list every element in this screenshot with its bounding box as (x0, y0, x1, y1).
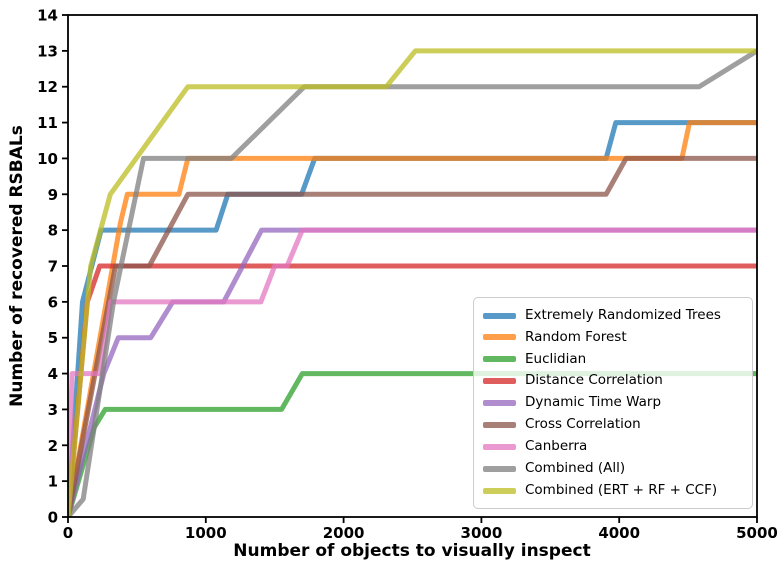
x-axis-ticks: 0 1000 2000 3000 4000 5000 (63, 517, 778, 542)
series-line-5 (68, 227, 757, 517)
y-tick-label: 1 (48, 473, 58, 491)
legend-label: Extremely Randomized Trees (525, 306, 721, 323)
legend-label: Combined (All) (525, 459, 626, 476)
y-tick-label: 14 (37, 7, 58, 25)
legend-swatch (483, 312, 516, 319)
legend-label: Dynamic Time Warp (525, 394, 662, 411)
legend-item: Extremely Randomized Trees (483, 305, 743, 326)
y-tick-label: 10 (37, 150, 58, 168)
legend-swatch (483, 334, 516, 341)
legend-swatch (483, 378, 516, 385)
series-line-2 (68, 120, 757, 517)
y-tick-label: 8 (48, 222, 58, 240)
x-axis-label: Number of objects to visually inspect (233, 541, 590, 561)
x-tick-label: 0 (63, 524, 73, 542)
x-tick-label: 3000 (461, 524, 503, 542)
y-tick-label: 12 (37, 78, 58, 96)
y-tick-label: 6 (48, 293, 58, 311)
legend-label: Random Forest (525, 328, 627, 345)
legend-label: Cross Correlation (525, 416, 641, 433)
legend-label: Canberra (525, 438, 588, 454)
y-tick-label: 2 (48, 437, 58, 455)
x-tick-label: 2000 (323, 524, 365, 542)
legend-item: Distance Correlation (483, 371, 743, 392)
y-axis-label: Number of recovered RSBALs (7, 125, 27, 407)
x-tick-label: 5000 (736, 524, 778, 542)
y-tick-label: 7 (48, 258, 58, 276)
legend-item: Cross Correlation (483, 414, 743, 435)
series-line-9 (68, 48, 757, 517)
x-tick-label: 1000 (185, 524, 227, 542)
series-line-6 (68, 155, 757, 517)
x-tick-label: 4000 (598, 524, 640, 542)
y-tick-label: 5 (48, 329, 58, 347)
y-tick-label: 13 (37, 42, 58, 60)
y-tick-label: 4 (48, 365, 58, 383)
legend-label: Euclidian (525, 350, 587, 367)
legend-item: Combined (All) (483, 458, 743, 479)
legend-item: Random Forest (483, 327, 743, 348)
y-tick-label: 9 (48, 186, 58, 204)
y-tick-label: 11 (37, 114, 58, 132)
legend-label: Combined (ERT + RF + CCF) (525, 481, 718, 498)
legend-item: Combined (ERT + RF + CCF) (483, 480, 743, 501)
legend-item: Euclidian (483, 349, 743, 370)
series-lines (68, 48, 757, 517)
y-tick-label: 0 (48, 509, 58, 527)
legend-item: Dynamic Time Warp (483, 393, 743, 414)
legend-swatch (483, 465, 516, 472)
legend-swatch (483, 487, 516, 494)
legend-swatch (483, 400, 516, 406)
y-tick-label: 3 (48, 401, 58, 419)
legend-swatch (483, 421, 516, 428)
legend-item: Canberra (483, 436, 743, 457)
legend-swatch (483, 443, 516, 450)
legend-swatch (483, 356, 516, 363)
legend-label: Distance Correlation (525, 372, 663, 389)
series-line-8 (68, 48, 757, 517)
